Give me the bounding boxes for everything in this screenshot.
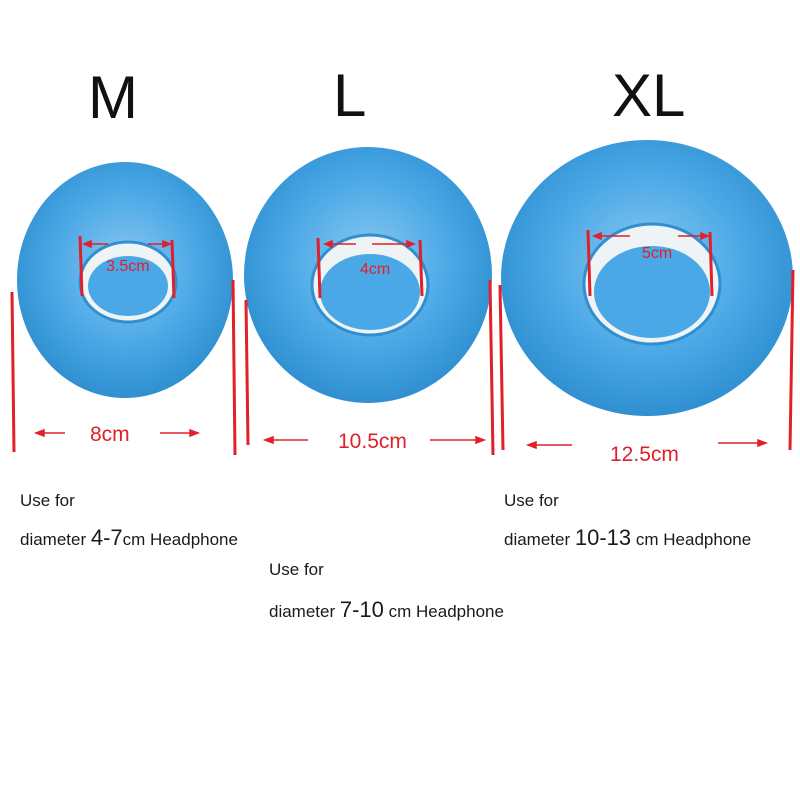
outer-markers — [10, 269, 795, 456]
usage-m-suffix: cm Headphone — [122, 530, 238, 549]
cover-l-image — [244, 147, 492, 403]
outer-diameter-l: 10.5cm — [338, 430, 407, 453]
inner-diameter-m: 3.5cm — [106, 258, 150, 275]
usage-l-line1: Use for — [269, 560, 324, 579]
inner-diameter-xl: 5cm — [642, 245, 673, 262]
inner-diameter-l: 4cm — [360, 261, 391, 278]
usage-xl-range: 10-13 — [574, 525, 632, 550]
usage-m-range: 4-7 — [90, 525, 123, 550]
dimension-arrows — [33, 231, 769, 450]
size-label-m: M — [88, 64, 138, 131]
usage-xl-prefix: diameter — [504, 530, 575, 549]
inner-markers — [78, 229, 714, 299]
usage-xl-suffix: cm Headphone — [631, 530, 752, 549]
usage-l-line2: diameter 7-10 cm Headphone — [269, 599, 504, 621]
cover-xl-image — [501, 140, 793, 416]
usage-l-suffix: cm Headphone — [383, 602, 504, 621]
usage-xl-line2: diameter 10-13 cm Headphone — [504, 527, 751, 549]
usage-m-line2: diameter 4-7cm Headphone — [20, 527, 238, 549]
size-label-xl: XL — [612, 62, 686, 129]
size-label-l: L — [333, 62, 367, 129]
usage-l-prefix: diameter — [269, 602, 340, 621]
outer-diameter-m: 8cm — [90, 423, 130, 446]
usage-l-range: 7-10 — [339, 597, 384, 622]
usage-m-prefix: diameter — [20, 530, 91, 549]
usage-m-line1: Use for — [20, 491, 75, 510]
cover-m-image — [17, 162, 233, 398]
outer-diameter-xl: 12.5cm — [610, 443, 679, 466]
usage-xl-line1: Use for — [504, 491, 559, 510]
